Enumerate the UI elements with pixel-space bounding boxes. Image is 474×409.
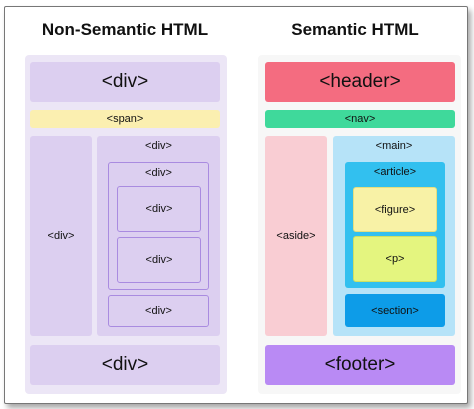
footer-box: <footer>: [265, 345, 455, 385]
side-div-box: <div>: [30, 136, 92, 336]
top-div-box: <div>: [30, 62, 220, 102]
non-semantic-title: Non-Semantic HTML: [41, 20, 209, 39]
section-box: <section>: [345, 294, 445, 327]
inner-div-box: <div>: [108, 162, 209, 290]
content-div-box: <div>: [97, 136, 220, 336]
span-box: <span>: [30, 110, 220, 128]
header-box: <header>: [265, 62, 455, 102]
item-div-box-3: <div>: [108, 295, 209, 327]
bottom-div-box: <div>: [30, 345, 220, 385]
item-div-box-1: <div>: [117, 186, 201, 232]
figure-box: <figure>: [353, 187, 437, 232]
p-box: <p>: [353, 236, 437, 282]
semantic-title: Semantic HTML: [291, 20, 419, 39]
aside-box: <aside>: [265, 136, 327, 336]
nav-box: <nav>: [265, 110, 455, 128]
item-div-box-2: <div>: [117, 237, 201, 283]
